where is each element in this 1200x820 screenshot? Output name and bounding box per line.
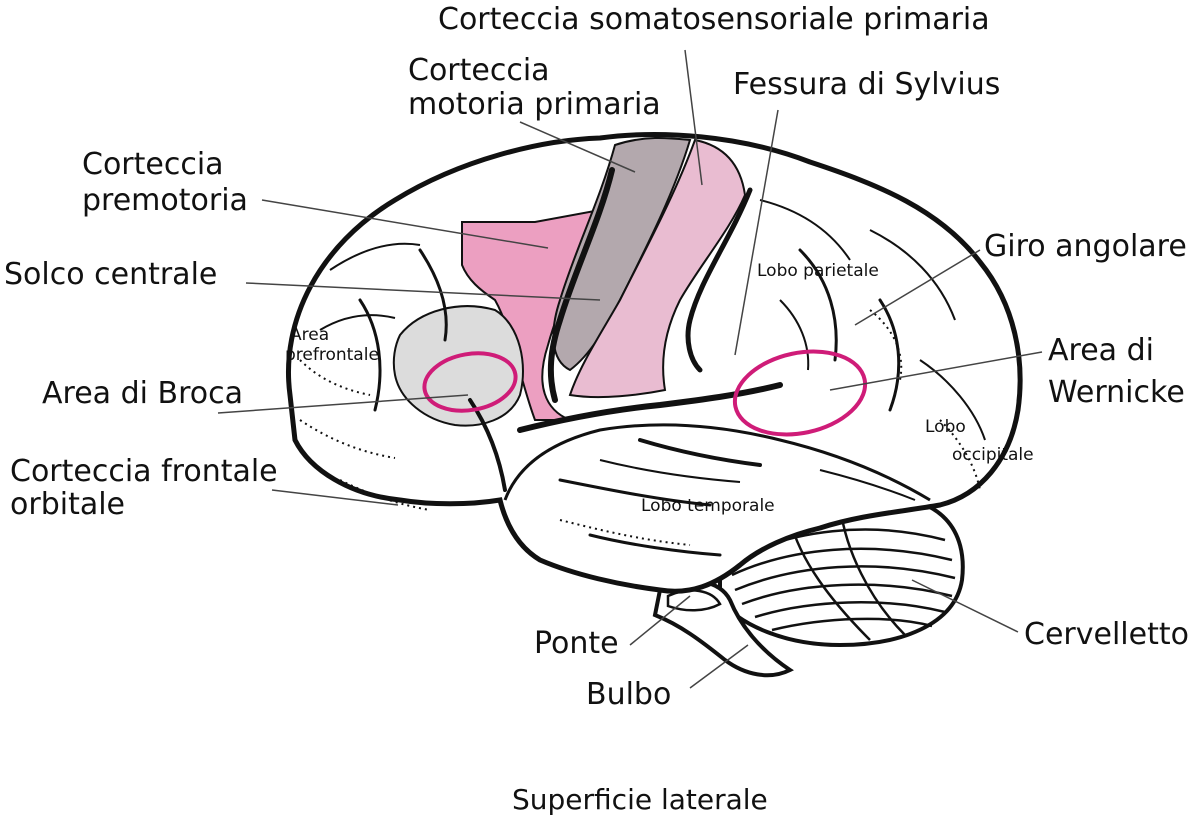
label-pons: Ponte [534,626,619,661]
somatosensory-region [568,138,747,399]
leader-motor [519,121,636,173]
leader-premotor [261,199,549,249]
label-orbitofrontal-line1: Corteccia frontale [10,454,278,489]
leader-somatosensory [684,49,703,186]
leader-lines [217,49,1043,689]
leader-orbitofrontal [271,489,399,506]
label-motor-line2: motoria primaria [408,87,661,122]
leader-pons [629,595,691,646]
leader-cerebellum [911,579,1019,633]
label-occipital-line2: occipitale [952,445,1034,465]
gyri-dotted [299,309,981,546]
label-prefrontal-line1: Area [290,325,330,345]
leader-central-sulcus [245,282,601,301]
label-orbitofrontal-line2: orbitale [10,487,126,522]
label-motor-line1: Corteccia [408,53,550,88]
label-somatosensory: Corteccia somatosensoriale primaria [438,2,990,37]
leader-medulla [689,644,749,689]
gyri [319,199,986,501]
label-sylvian: Fessura di Sylvius [733,67,1001,102]
label-premotor-line1: Corteccia [82,147,224,182]
leader-wernicke [829,351,1043,391]
label-parietal-lobe: Lobo parietale [757,261,879,281]
label-prefrontal-line2: prefrontale [285,345,379,365]
label-occipital-line1: Lobo [925,417,966,437]
label-cerebellum: Cervelletto [1024,617,1189,652]
broca-highlight-ring [422,351,518,413]
label-central-sulcus: Solco centrale [4,257,218,292]
label-premotor-line2: premotoria [82,183,248,218]
label-medulla: Bulbo [586,677,672,712]
label-broca: Area di Broca [42,376,243,411]
label-temporal-lobe: Lobo temporale [641,496,775,516]
label-wernicke-line1: Area di [1048,333,1154,368]
leader-angular-gyrus [854,249,981,326]
leader-sylvian [734,109,779,356]
leader-broca [217,394,469,414]
temporal-lobe-boundary [503,423,931,502]
sulci [358,167,901,557]
wernicke-highlight-ring [732,349,868,437]
label-angular-gyrus: Giro angolare [984,229,1187,264]
label-wernicke-line2: Wernicke [1048,375,1185,410]
diagram-caption: Superficie laterale [512,783,768,816]
